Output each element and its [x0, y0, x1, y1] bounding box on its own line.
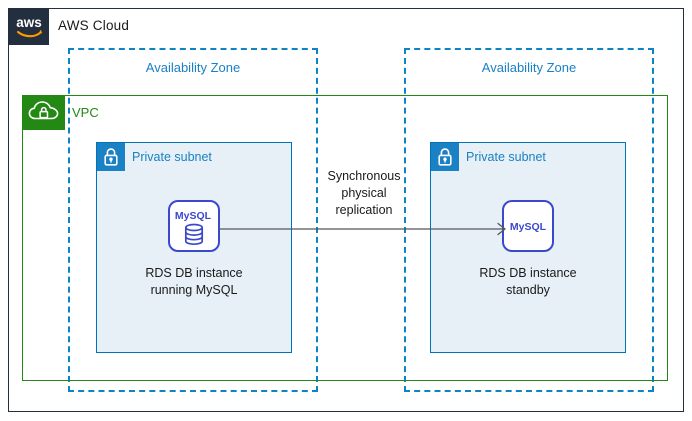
aws-logo-icon: aws: [9, 9, 49, 45]
availability-zone-left: [68, 48, 318, 392]
mysql-icon-text-left: MySQL: [175, 210, 212, 222]
padlock-icon-right: [431, 143, 459, 171]
vpc-cloud-lock-icon: [23, 96, 65, 130]
private-subnet-left-label: Private subnet: [132, 150, 212, 164]
mysql-icon-text-right: MySQL: [510, 221, 547, 233]
vpc-boundary: [22, 95, 668, 381]
aws-cloud-label: AWS Cloud: [58, 18, 130, 33]
rds-standby-label-line1: RDS DB instance: [479, 266, 577, 280]
padlock-icon-left: [97, 143, 125, 171]
replication-caption-line2: physical: [341, 186, 387, 200]
private-subnet-right-label: Private subnet: [466, 150, 546, 164]
replication-caption-line3: replication: [335, 203, 393, 217]
availability-zone-right: [404, 48, 654, 392]
availability-zone-left-label: Availability Zone: [145, 60, 241, 75]
rds-primary-label-line1: RDS DB instance: [145, 266, 243, 280]
rds-standby-label-line2: standby: [506, 283, 550, 297]
rds-mysql-standby-icon: MySQL: [502, 200, 554, 252]
rds-mysql-primary-icon: MySQL: [168, 200, 220, 252]
rds-standby-label: RDS DB instance standby: [430, 265, 626, 299]
vpc-label: VPC: [72, 105, 99, 120]
replication-caption-line1: Synchronous: [327, 169, 401, 183]
svg-text:aws: aws: [16, 15, 42, 30]
availability-zone-right-label: Availability Zone: [481, 60, 577, 75]
replication-arrow-icon: [218, 222, 510, 236]
rds-primary-label-line2: running MySQL: [150, 283, 238, 297]
rds-primary-label: RDS DB instance running MySQL: [96, 265, 292, 299]
replication-caption: Synchronous physical replication: [304, 168, 424, 219]
aws-cloud-boundary: [8, 8, 684, 412]
